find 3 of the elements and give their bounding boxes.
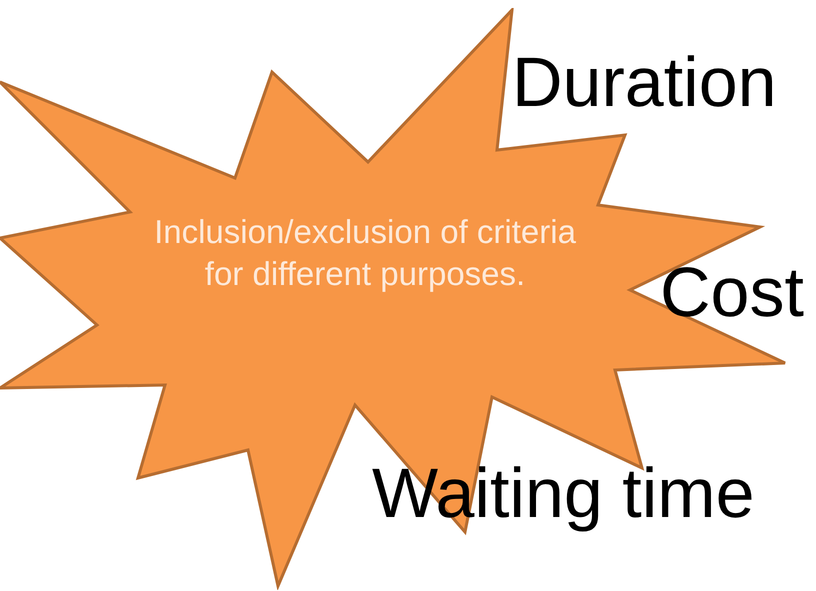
criterion-label: Duration [512, 44, 777, 120]
burst-text: Inclusion/exclusion of criteria for different purposes. [153, 212, 577, 294]
criterion-label: Cost [660, 254, 804, 330]
